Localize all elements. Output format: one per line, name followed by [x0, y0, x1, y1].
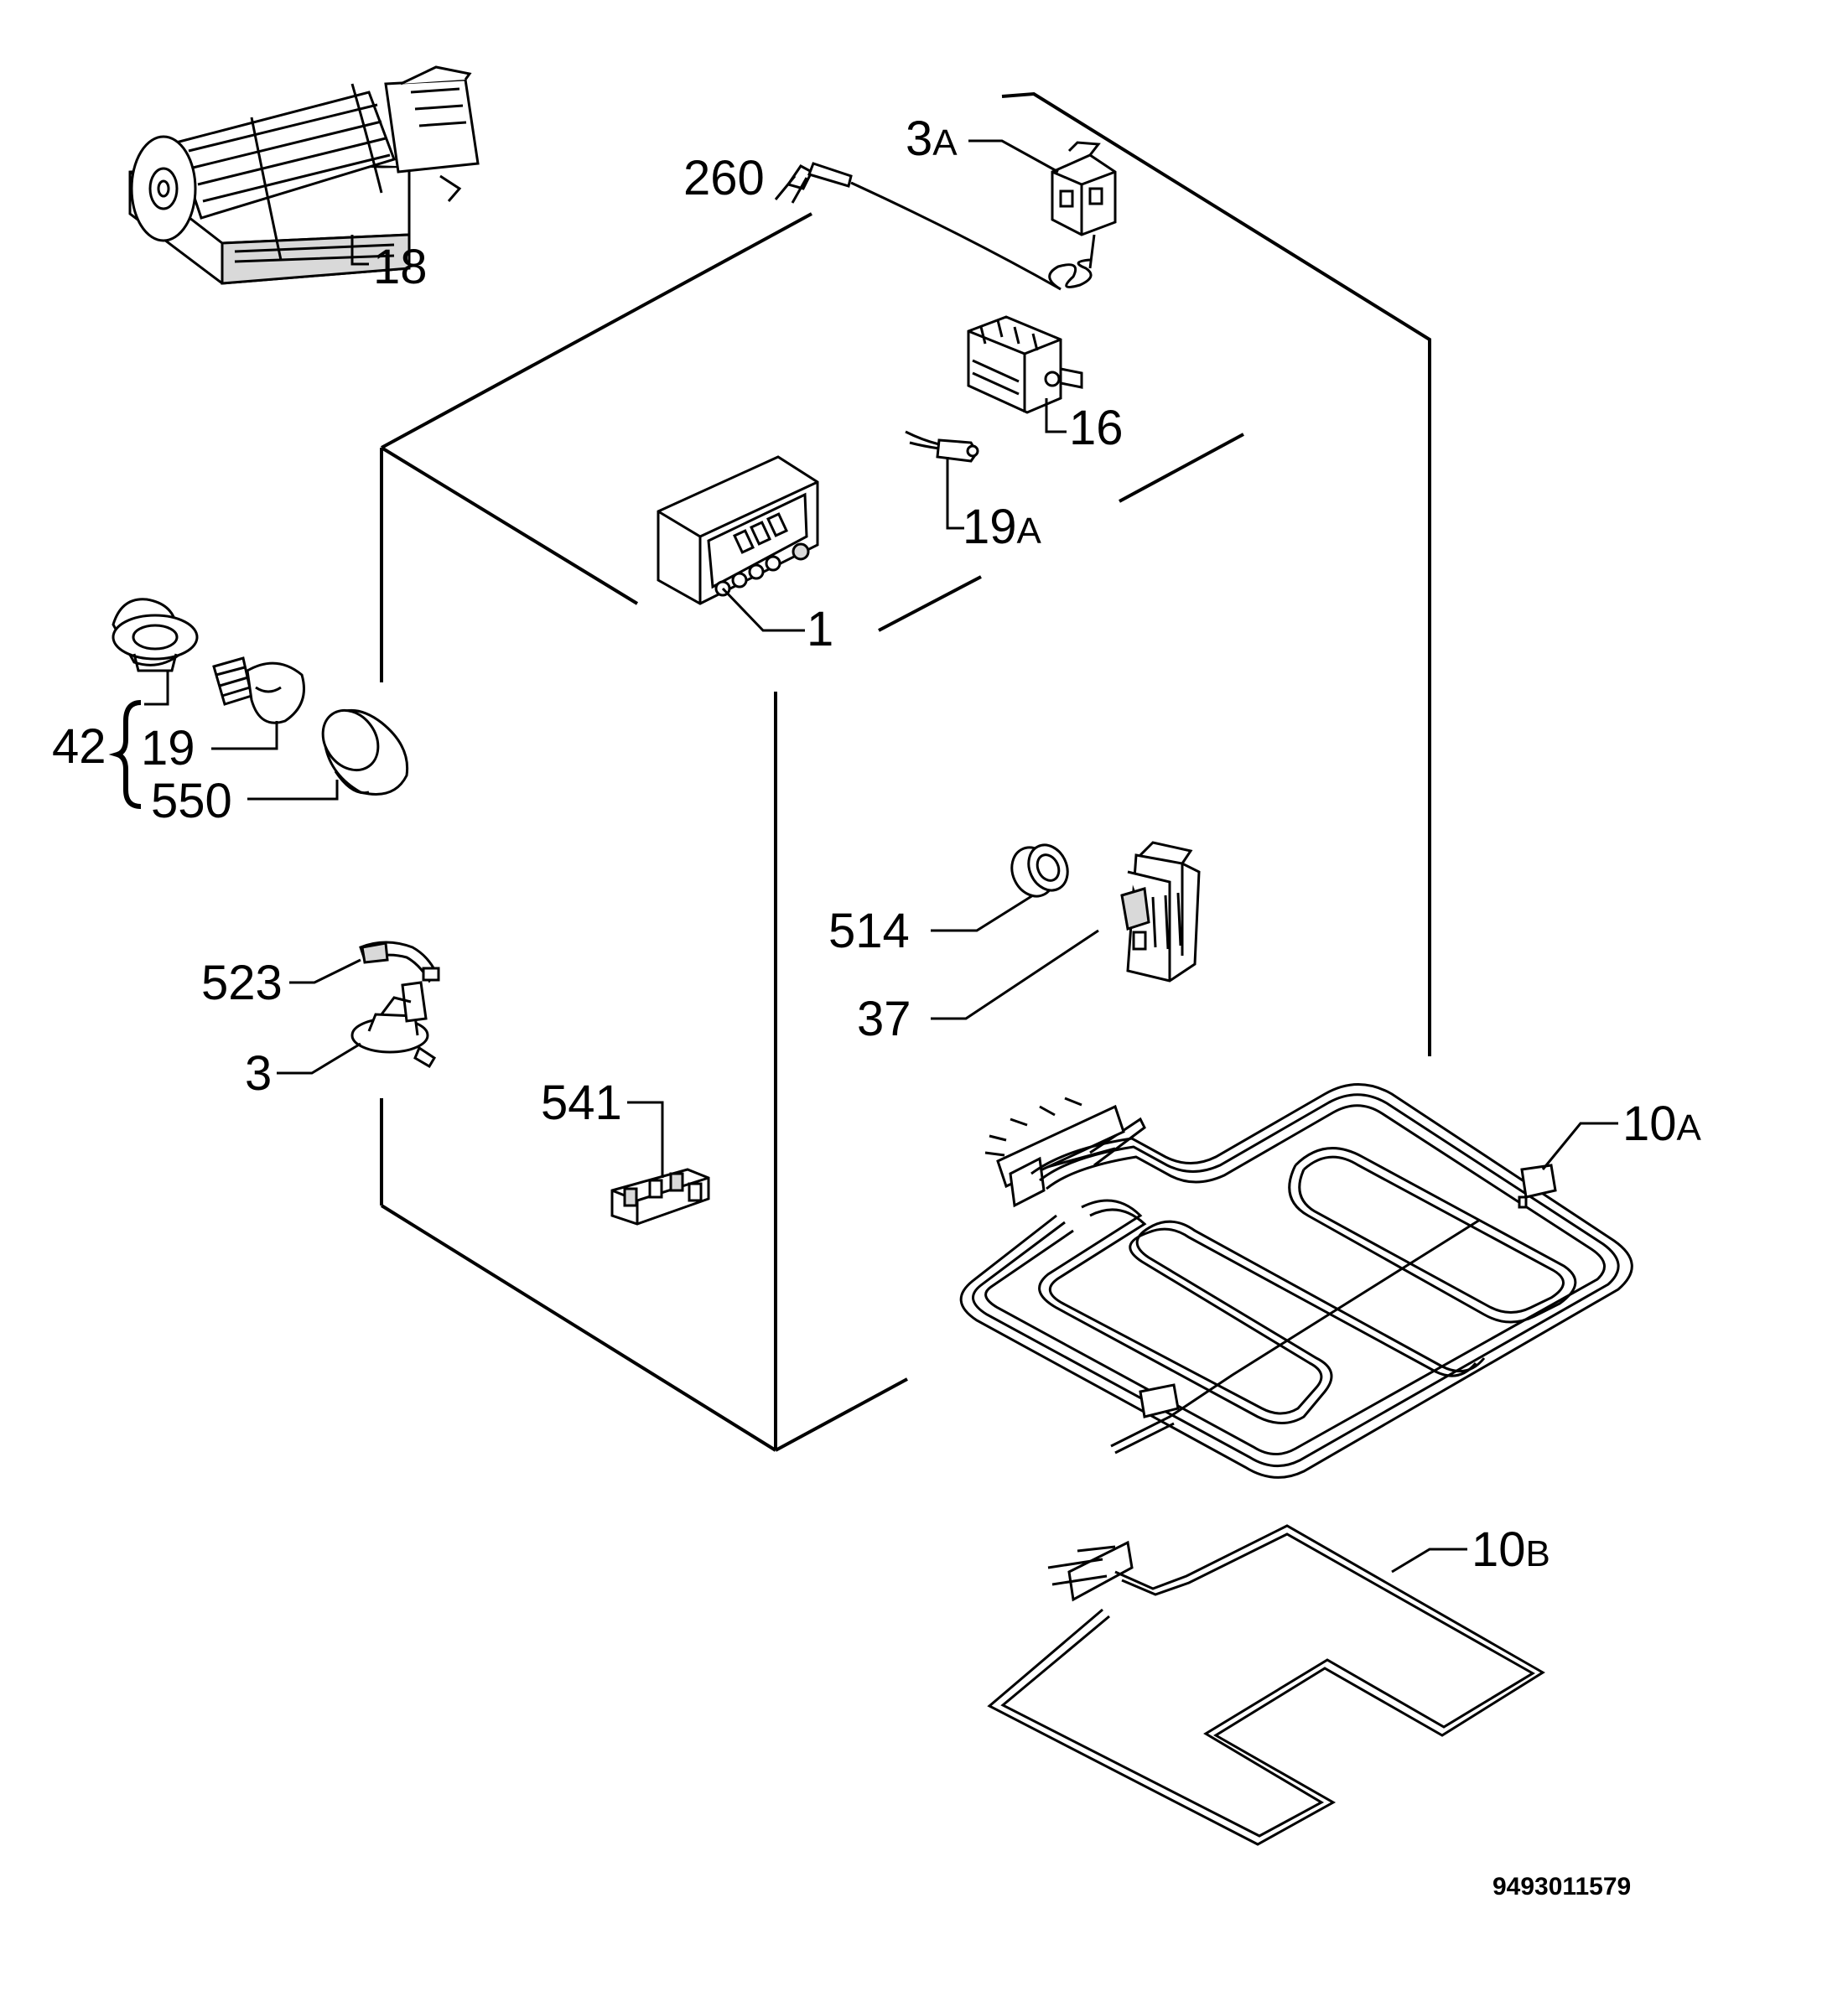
wire-clip-part-523	[359, 941, 440, 983]
lamp-cover-part-550	[321, 708, 409, 796]
sensor-part-19a	[905, 430, 979, 463]
label-42: 42	[52, 719, 106, 774]
grommet-part-514	[1010, 843, 1069, 898]
leader-line-42	[144, 671, 169, 706]
connector-part-541	[610, 1168, 710, 1226]
label-260: 260	[683, 151, 765, 205]
fan-motor-part-18	[128, 65, 480, 285]
oven-cabinet-outline	[380, 91, 1431, 1452]
label-18: 18	[373, 240, 428, 294]
terminal-block-part-37	[1120, 841, 1201, 983]
leader-line-514	[931, 894, 1034, 932]
leader-line-541	[627, 1101, 664, 1178]
label-523: 523	[201, 956, 283, 1010]
label-541: 541	[541, 1076, 622, 1130]
leader-line-37	[931, 929, 1099, 1020]
label-19: 19	[141, 721, 195, 775]
bottom-element-part-10b	[987, 1524, 1545, 1846]
leader-line-19a	[946, 457, 964, 530]
label-10b: 10B	[1472, 1522, 1550, 1577]
lamp-bulb-part-19	[212, 656, 305, 724]
safety-thermostat-part-3	[350, 981, 437, 1069]
timer-programmer-part-1	[657, 455, 819, 605]
label-550: 550	[151, 774, 232, 828]
brace-42	[108, 700, 142, 809]
leader-line-3a	[968, 139, 1059, 174]
label-16: 16	[1069, 401, 1124, 455]
part-labels: 260 3A 18 16 19A 1 42 19 550 514 37 523 …	[52, 111, 1702, 1901]
leader-line-10b	[1391, 1548, 1467, 1574]
label-1: 1	[807, 602, 833, 656]
leader-line-3	[277, 1042, 361, 1075]
grill-element-part-10a	[959, 1083, 1633, 1479]
reference-number: 9493011579	[1492, 1873, 1631, 1901]
leader-line-16	[1045, 398, 1067, 433]
label-10a: 10A	[1622, 1097, 1702, 1151]
lamp-holder-part-42	[112, 598, 199, 672]
leader-line-1	[721, 587, 805, 632]
label-37: 37	[857, 992, 911, 1046]
selector-switch-part-16	[967, 315, 1083, 414]
label-3a: 3A	[906, 111, 958, 166]
label-19a: 19A	[963, 500, 1042, 554]
leader-line-550	[247, 780, 339, 801]
leader-line-10a	[1541, 1122, 1618, 1170]
label-514: 514	[828, 904, 910, 958]
temperature-probe-part-260	[774, 162, 1062, 291]
leader-line-18	[350, 235, 369, 266]
leader-line-523	[289, 958, 361, 984]
thermostat-part-3a	[1048, 141, 1117, 291]
label-3: 3	[245, 1046, 272, 1101]
leader-line-19	[211, 721, 278, 750]
